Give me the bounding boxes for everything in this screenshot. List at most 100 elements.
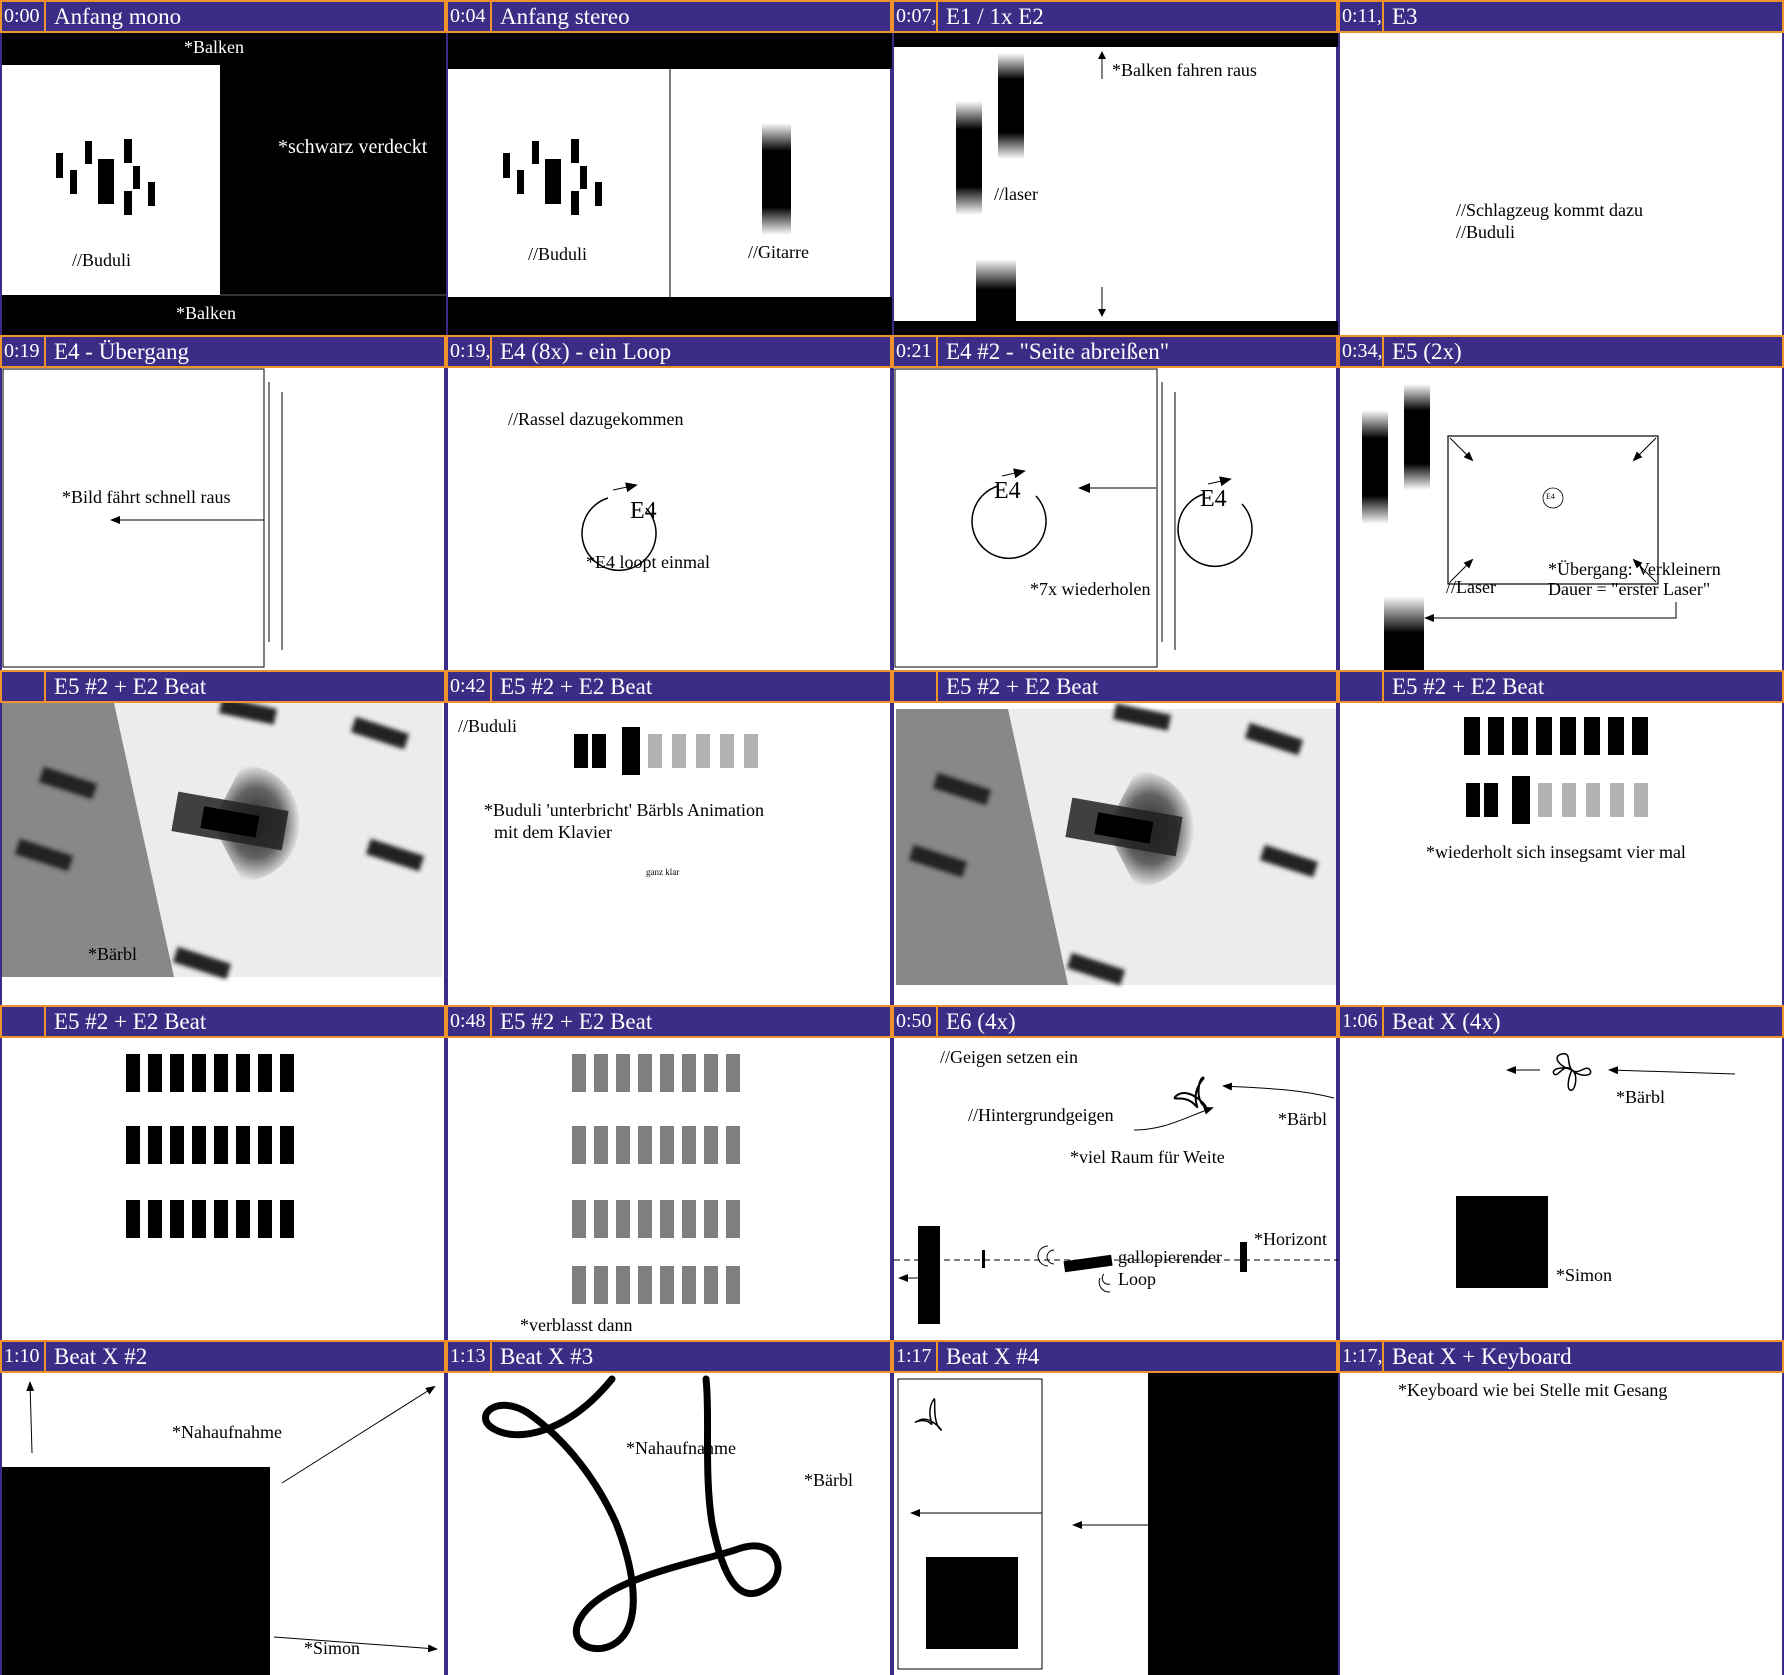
panel-20: 1:17,Beat X + Keyboard *Keyboard wie bei…	[1338, 1340, 1784, 1675]
note: *Bärbl	[88, 944, 137, 964]
panel-time: 0:19	[2, 337, 46, 366]
panel-sketch: *Nahaufnahme *Simon	[0, 1373, 446, 1675]
sketch-drawing	[572, 1054, 740, 1304]
panel-header: 1:17,Beat X + Keyboard	[1338, 1340, 1784, 1373]
panel-title: Beat X #4	[946, 1344, 1040, 1369]
panel-time: 0:04	[448, 2, 492, 31]
panel-time	[894, 672, 938, 701]
panel-time: 1:10	[2, 1342, 46, 1371]
note: //Buduli	[72, 250, 132, 270]
panel-sketch: //Geigen setzen ein //Hintergrundgeigen …	[892, 1038, 1338, 1340]
note: *schwarz verdeckt	[278, 136, 428, 158]
panel-time: 1:13	[448, 1342, 492, 1371]
panel-sketch: //Rassel dazugekommen E4 *E4 loopt einma…	[446, 368, 892, 670]
panel-time: 0:50	[894, 1007, 938, 1036]
note: *Balken	[184, 37, 244, 57]
sketch-drawing	[2, 703, 442, 980]
loop-label: E4	[1546, 492, 1555, 501]
panel-17: 1:10 Beat X #2 *Nahaufnahme *Simon	[0, 1340, 446, 1675]
panel-title: E4 (8x) - ein Loop	[500, 339, 672, 364]
sketch-drawing	[896, 703, 1336, 986]
sketch-drawing	[1464, 717, 1648, 824]
sketch-drawing	[894, 33, 1338, 335]
note: //Buduli	[458, 716, 518, 736]
panel-13: E5 #2 + E2 Beat	[0, 1005, 446, 1340]
panel-title: Beat X + Keyboard	[1392, 1344, 1572, 1369]
note: //Hintergrundgeigen	[968, 1105, 1114, 1125]
panel-8: 0:34,E5 (2x) E4 //Laser	[1338, 335, 1784, 670]
panel-title: Beat X #2	[54, 1344, 148, 1369]
panel-sketch: E4 E4 *7x wiederholen	[892, 368, 1338, 670]
panel-header: 1:13 Beat X #3	[446, 1340, 892, 1373]
panel-time: 0:11,	[1340, 2, 1384, 31]
panel-title: Beat X (4x)	[1392, 1009, 1501, 1034]
panel-time: 0:42	[448, 672, 492, 701]
panel-11: E5 #2 + E2 Beat	[892, 670, 1338, 1005]
panel-title: Anfang mono	[54, 4, 182, 29]
sketch-drawing	[897, 1373, 1338, 1675]
panel-header: 0:34,E5 (2x)	[1338, 335, 1784, 368]
sketch-drawing	[1362, 384, 1677, 670]
note: //Buduli	[1456, 222, 1516, 242]
note: //Geigen setzen ein	[940, 1047, 1078, 1067]
note: *Bärbl	[1616, 1087, 1665, 1107]
panel-title: E5 #2 + E2 Beat	[946, 674, 1099, 699]
sketch-drawing	[894, 368, 1253, 668]
panel-title: E5 (2x)	[1392, 339, 1462, 364]
panel-header: 0:07,E1 / 1x E2	[892, 0, 1338, 33]
note: *Keyboard wie bei Stelle mit Gesang	[1398, 1380, 1668, 1400]
panel-18: 1:13 Beat X #3 *Nahaufnahme *Bärbl	[446, 1340, 892, 1675]
panel-title: E4 - Übergang	[54, 339, 189, 364]
sketch-drawing	[448, 33, 892, 335]
sketch-drawing	[1456, 1053, 1736, 1288]
panel-title: Anfang stereo	[500, 4, 630, 29]
panel-header: 0:04 Anfang stereo	[446, 0, 892, 33]
panel-sketch: //Buduli *Buduli 'unterbricht' Bärbls An…	[446, 703, 892, 1005]
sketch-drawing	[2, 33, 446, 335]
panel-4: 0:11,E3 //Schlagzeug kommt dazu //Buduli	[1338, 0, 1784, 335]
note: gallopierender	[1118, 1247, 1222, 1267]
panel-header: E5 #2 + E2 Beat	[892, 670, 1338, 703]
note: *Nahaufnahme	[172, 1422, 282, 1442]
panel-sketch: *Bild fährt schnell raus	[0, 368, 446, 670]
panel-sketch: *Balken fahren raus //laser	[892, 33, 1338, 335]
note: *Übergang: Verkleinern	[1548, 559, 1721, 579]
panel-9: E5 #2 + E2 Beat	[0, 670, 446, 1005]
panel-3: 0:07,E1 / 1x E2 *Balken fahren raus //la…	[892, 0, 1338, 335]
panel-title: E3	[1392, 4, 1418, 29]
note: *Simon	[304, 1638, 361, 1658]
note: *verblasst dann	[520, 1315, 633, 1335]
sketch-drawing	[126, 1054, 294, 1238]
panel-sketch: *Nahaufnahme *Bärbl	[446, 1373, 892, 1675]
note: ganz klar	[646, 867, 680, 877]
panel-10: 0:42 E5 #2 + E2 Beat //Buduli *Buduli 'un…	[446, 670, 892, 1005]
panel-time: 0:21	[894, 337, 938, 366]
panel-title: Beat X #3	[500, 1344, 594, 1369]
sketch-drawing	[2, 368, 283, 668]
panel-sketch: *wiederholt sich insegsamt vier mal	[1338, 703, 1784, 1005]
note: //laser	[994, 184, 1038, 204]
panel-header: E5 #2 + E2 Beat	[1338, 670, 1784, 703]
sketch-drawing	[581, 482, 657, 572]
panel-sketch: *Balken *schwarz verdeckt //Buduli *Balk…	[0, 33, 446, 335]
sketch-drawing	[574, 727, 758, 775]
panel-sketch: *verblasst dann	[446, 1038, 892, 1340]
panel-sketch	[892, 1373, 1338, 1675]
note: *Bärbl	[804, 1470, 853, 1490]
sketch-drawing	[894, 1076, 1338, 1324]
note: *Bild fährt schnell raus	[62, 487, 231, 507]
sketch-drawing	[482, 1375, 782, 1653]
loop-label: E4	[630, 498, 657, 524]
panel-title: E5 #2 + E2 Beat	[500, 674, 653, 699]
